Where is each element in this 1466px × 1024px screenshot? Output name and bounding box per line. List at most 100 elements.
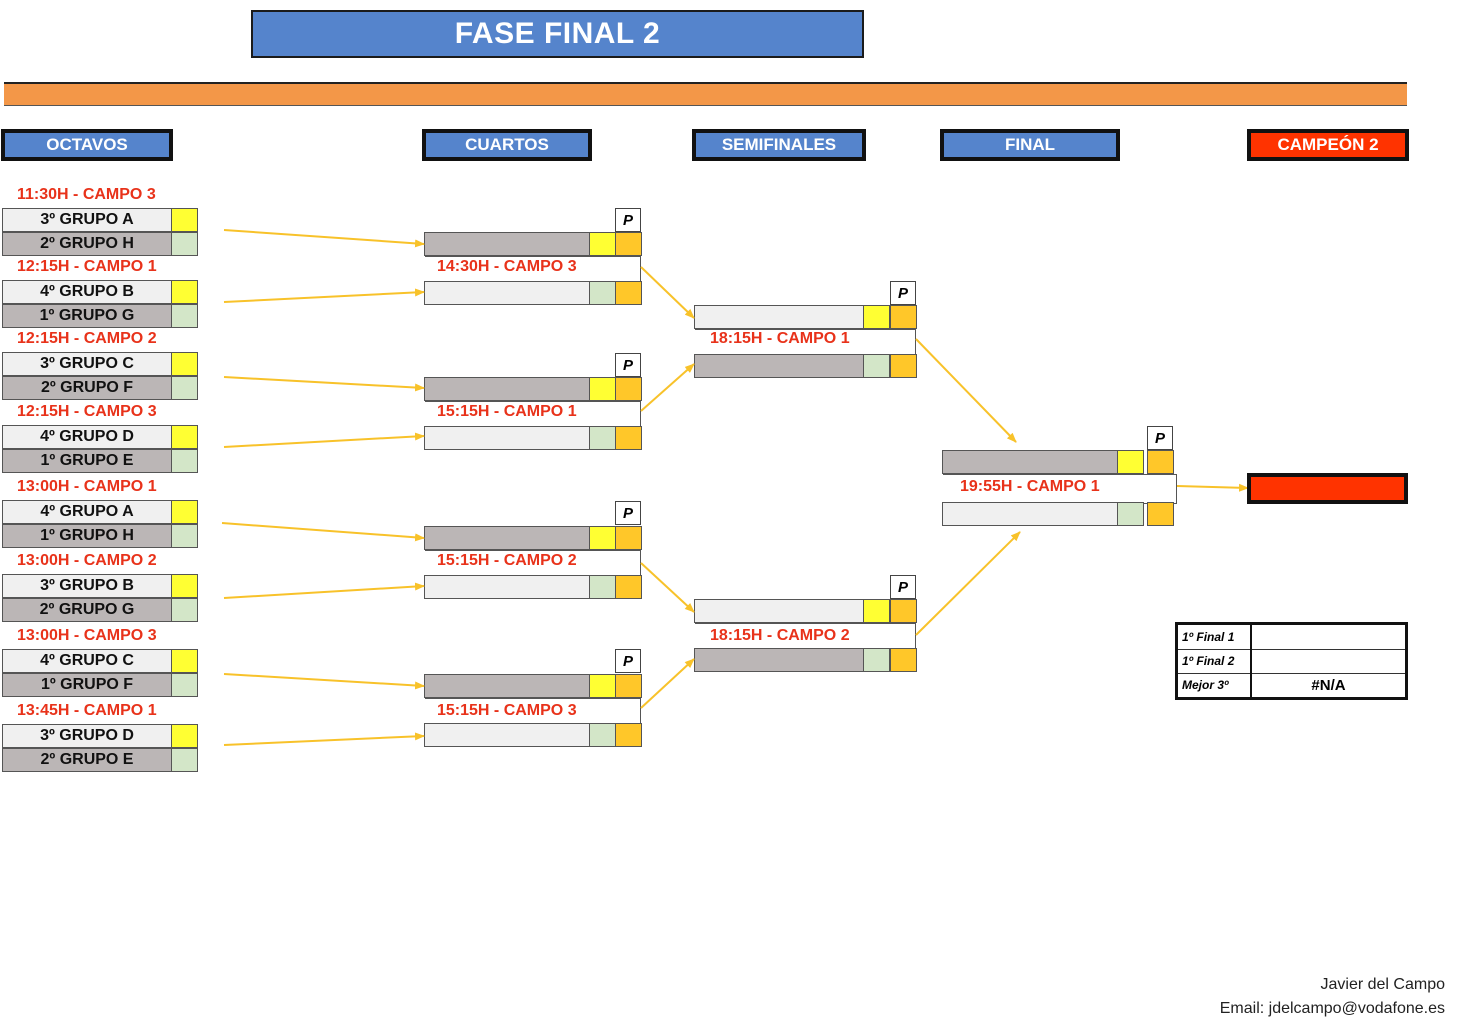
octavos-match-time: 12:15H - CAMPO 2 bbox=[17, 330, 157, 347]
cuartos-penalty-bottom[interactable] bbox=[615, 281, 642, 305]
octavos-team-bottom[interactable]: 2º GRUPO F bbox=[2, 376, 172, 400]
octavos-score-bottom[interactable] bbox=[171, 524, 198, 548]
advance-arrow bbox=[223, 673, 425, 690]
cuartos-team-bottom[interactable] bbox=[424, 723, 590, 747]
penalty-label: P bbox=[890, 575, 916, 599]
round-header-semifinales: SEMIFINALES bbox=[692, 129, 866, 161]
semifinal-team-top[interactable] bbox=[694, 305, 864, 329]
advance-arrow bbox=[221, 522, 425, 542]
octavos-team-top[interactable]: 3º GRUPO B bbox=[2, 574, 172, 598]
summary-value bbox=[1252, 625, 1405, 649]
semifinal-penalty-top[interactable] bbox=[890, 599, 917, 623]
octavos-team-bottom[interactable]: 1º GRUPO H bbox=[2, 524, 172, 548]
semifinal-penalty-bottom[interactable] bbox=[890, 648, 917, 672]
octavos-match-time: 13:00H - CAMPO 1 bbox=[17, 478, 157, 495]
octavos-score-top[interactable] bbox=[171, 649, 198, 673]
final-team-bottom[interactable] bbox=[942, 502, 1118, 526]
cuartos-penalty-top[interactable] bbox=[615, 526, 642, 550]
octavos-score-top[interactable] bbox=[171, 574, 198, 598]
octavos-team-top[interactable]: 4º GRUPO D bbox=[2, 425, 172, 449]
octavos-team-top[interactable]: 4º GRUPO A bbox=[2, 500, 172, 524]
cuartos-penalty-bottom[interactable] bbox=[615, 723, 642, 747]
cuartos-team-bottom[interactable] bbox=[424, 281, 590, 305]
cuartos-team-top[interactable] bbox=[424, 674, 590, 698]
octavos-team-bottom[interactable]: 2º GRUPO E bbox=[2, 748, 172, 772]
final-score-bottom[interactable] bbox=[1117, 502, 1144, 526]
cuartos-team-top[interactable] bbox=[424, 377, 590, 401]
penalty-label: P bbox=[615, 501, 641, 525]
octavos-score-top[interactable] bbox=[171, 280, 198, 304]
octavos-score-top[interactable] bbox=[171, 724, 198, 748]
round-header-octavos: OCTAVOS bbox=[1, 129, 173, 161]
octavos-team-top[interactable]: 3º GRUPO D bbox=[2, 724, 172, 748]
octavos-score-top[interactable] bbox=[171, 425, 198, 449]
final-penalty-bottom[interactable] bbox=[1147, 502, 1174, 526]
semifinal-team-top[interactable] bbox=[694, 599, 864, 623]
summary-row: 1º Final 2 bbox=[1178, 649, 1405, 674]
octavos-team-top[interactable]: 3º GRUPO A bbox=[2, 208, 172, 232]
cuartos-match-time: 15:15H - CAMPO 1 bbox=[437, 403, 577, 420]
semifinal-score-top[interactable] bbox=[863, 305, 890, 329]
octavos-team-top[interactable]: 4º GRUPO B bbox=[2, 280, 172, 304]
octavos-team-top[interactable]: 3º GRUPO C bbox=[2, 352, 172, 376]
cuartos-team-bottom[interactable] bbox=[424, 575, 590, 599]
advance-arrow bbox=[915, 338, 1017, 443]
cuartos-score-bottom[interactable] bbox=[589, 575, 616, 599]
champion-box[interactable] bbox=[1247, 473, 1408, 504]
octavos-team-bottom[interactable]: 1º GRUPO F bbox=[2, 673, 172, 697]
octavos-score-top[interactable] bbox=[171, 352, 198, 376]
octavos-match-time: 12:15H - CAMPO 3 bbox=[17, 403, 157, 420]
cuartos-score-top[interactable] bbox=[589, 526, 616, 550]
semifinal-team-bottom[interactable] bbox=[694, 648, 864, 672]
final-penalty-top[interactable] bbox=[1147, 450, 1174, 474]
cuartos-penalty-top[interactable] bbox=[615, 232, 642, 256]
semifinal-score-bottom[interactable] bbox=[863, 648, 890, 672]
octavos-team-top[interactable]: 4º GRUPO C bbox=[2, 649, 172, 673]
penalty-label: P bbox=[615, 649, 641, 673]
cuartos-penalty-top[interactable] bbox=[615, 674, 642, 698]
octavos-match-time: 13:00H - CAMPO 2 bbox=[17, 552, 157, 569]
cuartos-match-time: 14:30H - CAMPO 3 bbox=[437, 258, 577, 275]
octavos-score-bottom[interactable] bbox=[171, 449, 198, 473]
advance-arrow bbox=[223, 229, 425, 248]
summary-row: 1º Final 1 bbox=[1178, 625, 1405, 650]
octavos-team-bottom[interactable]: 2º GRUPO G bbox=[2, 598, 172, 622]
octavos-team-bottom[interactable]: 1º GRUPO G bbox=[2, 304, 172, 328]
cuartos-score-top[interactable] bbox=[589, 674, 616, 698]
octavos-score-bottom[interactable] bbox=[171, 748, 198, 772]
advance-arrow bbox=[1176, 483, 1249, 492]
advance-arrow bbox=[223, 732, 425, 746]
octavos-score-top[interactable] bbox=[171, 208, 198, 232]
cuartos-penalty-top[interactable] bbox=[615, 377, 642, 401]
orange-divider-bar bbox=[4, 82, 1407, 106]
octavos-team-bottom[interactable]: 2º GRUPO H bbox=[2, 232, 172, 256]
semifinal-score-bottom[interactable] bbox=[863, 354, 890, 378]
octavos-score-top[interactable] bbox=[171, 500, 198, 524]
advance-arrow bbox=[640, 363, 695, 412]
semifinal-score-top[interactable] bbox=[863, 599, 890, 623]
octavos-score-bottom[interactable] bbox=[171, 304, 198, 328]
cuartos-penalty-bottom[interactable] bbox=[615, 575, 642, 599]
advance-arrow bbox=[223, 432, 425, 448]
octavos-score-bottom[interactable] bbox=[171, 598, 198, 622]
cuartos-score-top[interactable] bbox=[589, 232, 616, 256]
cuartos-penalty-bottom[interactable] bbox=[615, 426, 642, 450]
summary-label: 1º Final 2 bbox=[1178, 649, 1252, 673]
semifinal-penalty-top[interactable] bbox=[890, 305, 917, 329]
cuartos-score-bottom[interactable] bbox=[589, 426, 616, 450]
octavos-score-bottom[interactable] bbox=[171, 673, 198, 697]
semifinal-team-bottom[interactable] bbox=[694, 354, 864, 378]
summary-label: Mejor 3º bbox=[1178, 673, 1252, 697]
octavos-score-bottom[interactable] bbox=[171, 232, 198, 256]
octavos-score-bottom[interactable] bbox=[171, 376, 198, 400]
octavos-match-time: 13:45H - CAMPO 1 bbox=[17, 702, 157, 719]
final-score-top[interactable] bbox=[1117, 450, 1144, 474]
cuartos-score-bottom[interactable] bbox=[589, 723, 616, 747]
cuartos-team-top[interactable] bbox=[424, 232, 590, 256]
semifinal-penalty-bottom[interactable] bbox=[890, 354, 917, 378]
final-team-top[interactable] bbox=[942, 450, 1118, 474]
semifinal-match-time: 18:15H - CAMPO 2 bbox=[710, 627, 850, 644]
penalty-label: P bbox=[615, 208, 641, 232]
